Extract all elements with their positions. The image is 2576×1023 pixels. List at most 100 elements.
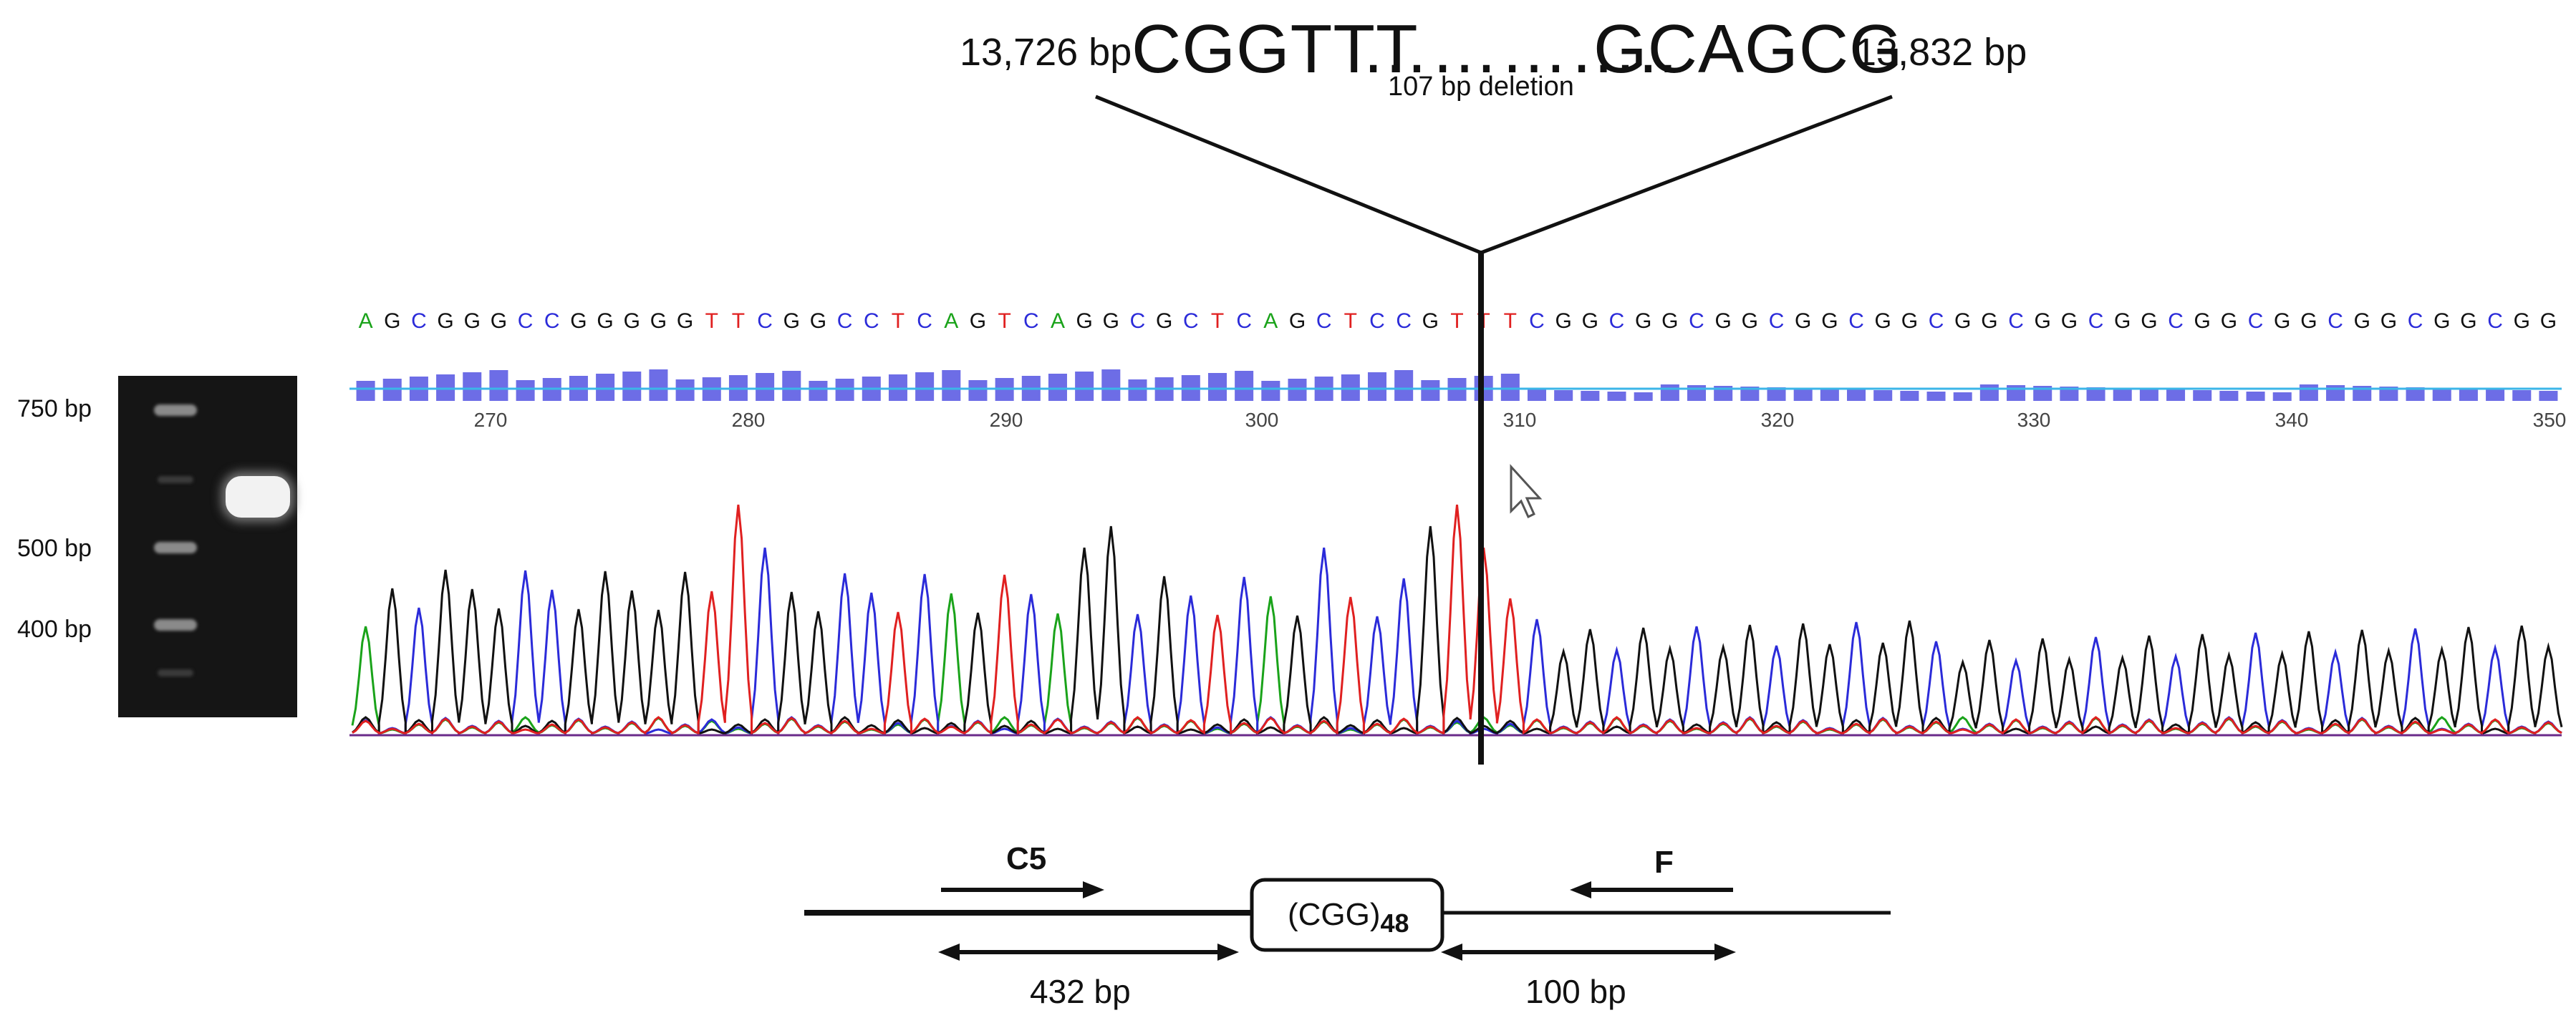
base-call-letter: A [1051,309,1065,333]
base-call-letter: G [2380,309,2397,333]
base-call-letter: G [1821,309,1838,333]
v-line-right [1480,94,1893,255]
quality-bar [2299,384,2318,401]
quality-bar [2219,391,2239,401]
base-call-letter: G [624,309,640,333]
base-call-letter: C [1023,309,1039,333]
base-call-letter: G [1103,309,1119,333]
right-junction-sequence: GCAGCG [1593,11,1904,87]
base-call-letter: G [1156,309,1172,333]
quality-bar [2459,389,2478,401]
quality-bar [2113,388,2132,401]
base-call-letter: G [2035,309,2051,333]
quality-bar [1075,372,1094,401]
base-call-letter: C [1396,309,1412,333]
quality-bar [2432,388,2451,401]
mouse-cursor-icon [1510,464,1543,519]
quality-bar [1367,372,1387,401]
quality-bar [1527,389,1547,401]
base-call-letter: C [1529,309,1545,333]
position-tick-label: 300 [1245,409,1279,431]
base-call-letter: C [2327,309,2343,333]
quality-bar [1660,384,1679,401]
quality-bar [1394,370,1414,401]
quality-bar [809,381,828,401]
base-call-letter: C [1609,309,1625,333]
quality-bar [1767,387,1786,401]
position-tick-label: 290 [990,409,1023,431]
position-tick-label: 340 [2275,409,2309,431]
chromatogram-traces [351,504,2563,735]
quality-bar [1740,387,1760,401]
base-call-letter: C [2408,309,2423,333]
ladder-band-400 [154,619,197,631]
base-call-letter: G [1981,309,1997,333]
quality-bar [915,372,935,401]
base-call-letter: G [1422,309,1439,333]
base-call-letter: C [1929,309,1944,333]
base-call-letter: G [1875,309,1891,333]
sample-band [226,476,290,518]
distance-432-label: 432 bp [1030,973,1131,1010]
distance-432-arrowhead-right-icon [1217,944,1239,961]
base-call-letter: T [732,309,745,333]
v-line-left [1095,94,1482,255]
quality-bar [2086,387,2105,401]
quality-bar [756,373,775,401]
ladder-band-faint [158,476,193,483]
quality-bar [782,371,801,401]
primer-f-label: F [1654,845,1674,880]
quality-bar [1101,369,1121,401]
base-call-letter: C [837,309,853,333]
repeat-count: 48 [1380,908,1409,938]
base-call-letter: G [2540,309,2557,333]
primer-c5-label: C5 [1006,841,1047,876]
quality-bar [2166,389,2186,401]
ladder-label-500: 500 bp [17,535,92,562]
base-call-letter: G [597,309,613,333]
position-tick-label: 310 [1503,409,1537,431]
agarose-gel-image [118,376,297,717]
base-call-letter: G [783,309,800,333]
quality-bar [622,372,642,401]
base-call-letter: A [359,309,373,333]
base-call-letter: T [705,309,718,333]
quality-bar [1607,392,1626,401]
base-call-letter: G [384,309,400,333]
distance-432-arrowhead-left-icon [938,944,960,961]
position-tick-label: 320 [1761,409,1795,431]
base-call-letter: G [2433,309,2450,333]
position-tick-label: 280 [732,409,766,431]
base-call-letter: G [1076,309,1092,333]
base-call-letter: C [1689,309,1704,333]
base-call-letter: A [1263,309,1278,333]
quality-bar [356,381,375,401]
repeat-label: (CGG)48 [1288,897,1409,939]
base-call-letter: C [1769,309,1785,333]
base-call-letter: G [1582,309,1598,333]
base-call-letter: T [998,309,1010,333]
base-call-letter: G [970,309,986,333]
base-call-letter: G [650,309,667,333]
base-call-letter: G [2514,309,2530,333]
quality-bar [2246,392,2265,401]
quality-bar [1900,391,1919,401]
base-call-letter: C [411,309,427,333]
base-call-letter: T [1344,309,1357,333]
quality-bar [1979,384,1999,401]
quality-bar [2007,385,2026,401]
base-call-letter: G [1795,309,1811,333]
base-call-letter: C [757,309,773,333]
base-call-letter: C [2248,309,2264,333]
base-call-letter: T [1450,309,1463,333]
base-call-letter: G [1715,309,1732,333]
distance-100-label: 100 bp [1525,973,1626,1010]
base-call-letter: G [1661,309,1678,333]
quality-bar [2406,387,2425,401]
quality-bars [356,369,2558,401]
base-call-letter: T [1504,309,1517,333]
base-call-letter: G [1289,309,1306,333]
trace-t [352,504,2562,735]
